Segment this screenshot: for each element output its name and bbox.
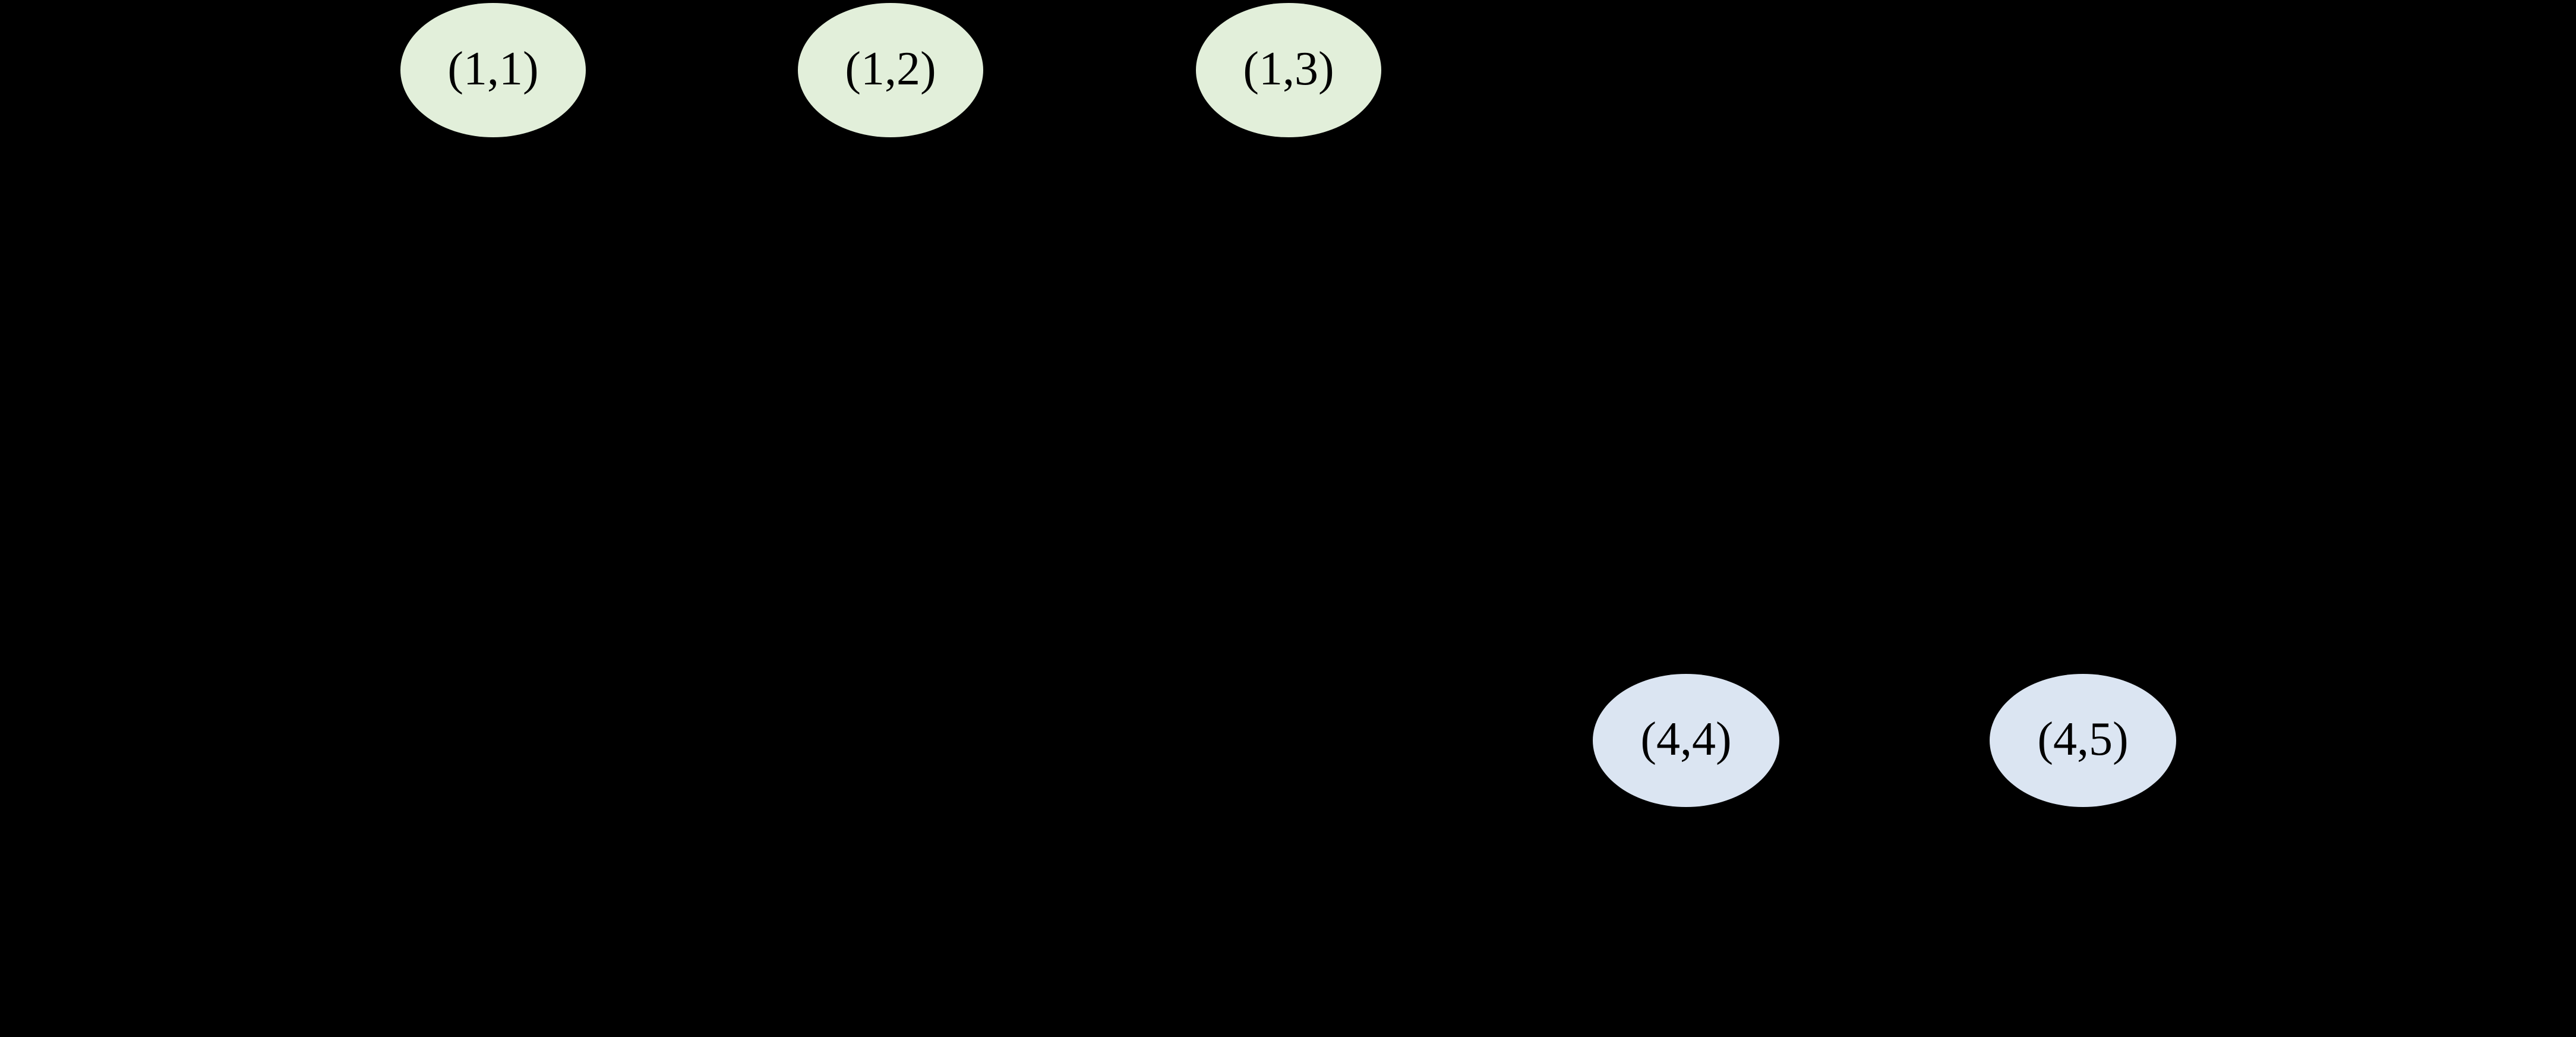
node-label: (1,2): [845, 43, 936, 95]
node-label: (4,4): [1640, 713, 1732, 765]
node-label: (4,5): [2037, 713, 2129, 765]
node-4-5: (4,5): [1990, 674, 2176, 807]
node-label: (1,3): [1243, 43, 1334, 95]
node-4-4: (4,4): [1593, 674, 1779, 807]
node-1-2: (1,2): [798, 3, 983, 137]
node-label: (1,1): [447, 43, 539, 95]
node-1-3: (1,3): [1196, 3, 1381, 137]
node-1-1: (1,1): [400, 3, 586, 137]
